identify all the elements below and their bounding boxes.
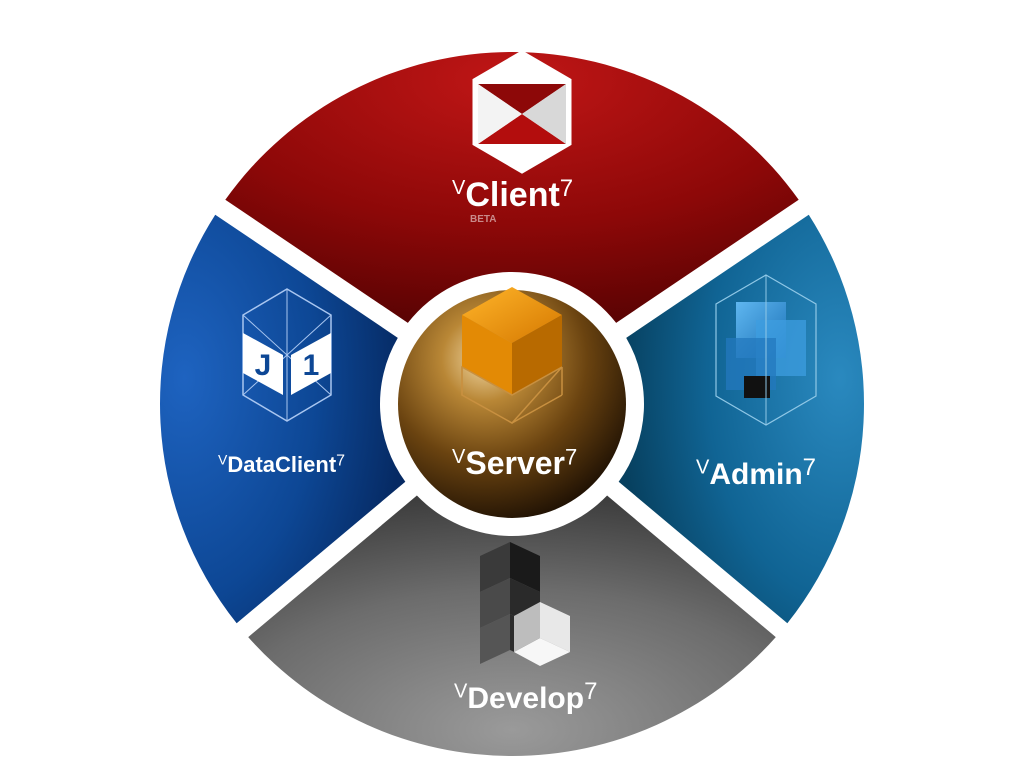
- admin-label: VAdmin7: [696, 454, 816, 491]
- cube-j1-icon: J 1: [242, 288, 332, 422]
- develop-label: VDevelop7: [454, 678, 597, 715]
- client-segment[interactable]: [225, 52, 799, 323]
- server-name: Server: [465, 445, 565, 481]
- datacl-prefix: V: [218, 451, 228, 467]
- datacl-name: DataClient: [227, 452, 336, 477]
- client-name: Client: [465, 176, 559, 214]
- develop-name: Develop: [467, 682, 584, 715]
- orange-cube-icon: [461, 287, 563, 424]
- server-sphere[interactable]: [398, 290, 626, 518]
- admin-segment[interactable]: [618, 214, 864, 624]
- admin-name: Admin: [709, 458, 802, 491]
- hexagon-cube-hourglass-icon: [472, 50, 572, 174]
- client-version: 7: [560, 175, 573, 202]
- stacked-cubes-icon: [480, 542, 570, 666]
- develop-version: 7: [584, 678, 597, 705]
- server-prefix: V: [452, 446, 466, 468]
- blue-cubes-icon: [715, 274, 817, 426]
- svg-text:J: J: [255, 349, 272, 382]
- datacl-label: VDataClient7: [218, 451, 345, 477]
- server-version: 7: [565, 444, 577, 469]
- admin-version: 7: [803, 454, 816, 481]
- develop-prefix: V: [454, 681, 468, 703]
- server-label: VServer7: [452, 444, 577, 481]
- admin-prefix: V: [696, 457, 710, 479]
- client-prefix: V: [452, 177, 466, 199]
- client-label: VClient7: [452, 175, 573, 214]
- svg-text:1: 1: [303, 349, 320, 382]
- client-beta-badge: BETA: [470, 214, 496, 225]
- datacl-version: 7: [336, 452, 345, 469]
